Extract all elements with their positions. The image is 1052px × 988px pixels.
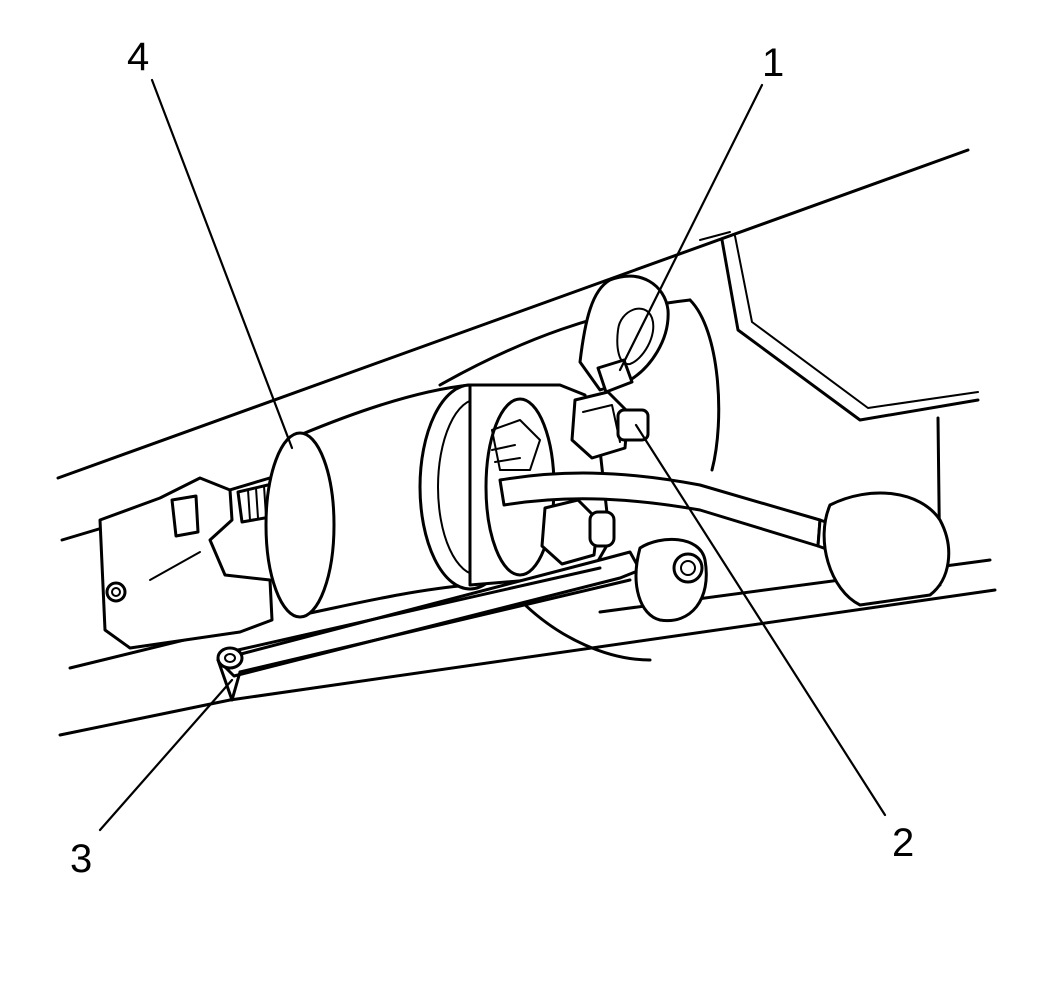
leader-line-1 [618, 83, 764, 372]
starter-motor [264, 383, 863, 619]
leader-line-2 [634, 423, 887, 817]
callout-1: 1 [762, 41, 784, 85]
leader-lines [98, 78, 887, 832]
battery-cable-terminal [578, 274, 670, 394]
callout-4: 4 [127, 35, 149, 79]
exhaust-component [822, 491, 951, 607]
callout-3: 3 [70, 837, 92, 881]
mounting-bracket [98, 476, 278, 650]
leader-line-4 [150, 78, 294, 450]
leader-line-3 [98, 678, 234, 832]
callout-2: 2 [892, 821, 914, 865]
starter-shield [216, 537, 708, 702]
